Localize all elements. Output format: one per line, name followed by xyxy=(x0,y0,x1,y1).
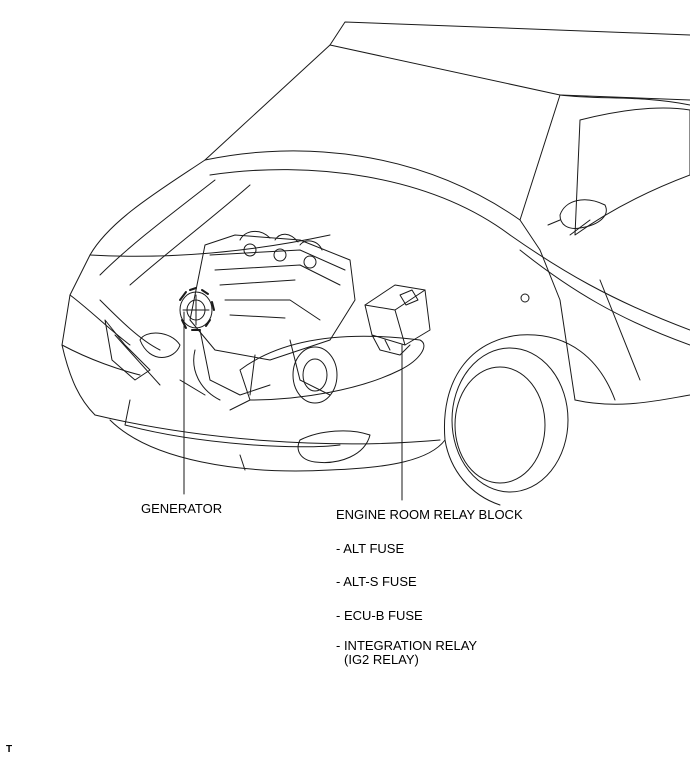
alt-fuse-label: - ALT FUSE xyxy=(336,541,405,556)
leader-lines xyxy=(183,311,403,501)
ig2-relay-label: (IG2 RELAY) xyxy=(344,652,419,667)
relay-block-part xyxy=(364,284,431,356)
corner-mark: T xyxy=(6,744,13,755)
ecu-b-fuse-label: - ECU-B FUSE xyxy=(336,608,423,623)
generator-part xyxy=(179,287,215,331)
relay-block-label: ENGINE ROOM RELAY BLOCK xyxy=(336,507,523,522)
integration-relay-label: - INTEGRATION RELAY xyxy=(336,638,478,653)
generator-label: GENERATOR xyxy=(141,501,223,516)
car-body xyxy=(61,21,690,506)
alt-s-fuse-label: - ALT-S FUSE xyxy=(336,574,417,589)
engine xyxy=(179,231,356,401)
